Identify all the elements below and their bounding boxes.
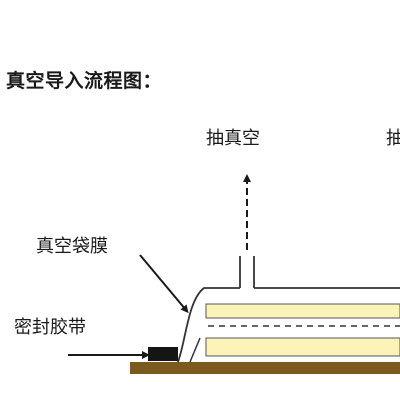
diagram-title: 真空导入流程图： <box>6 70 163 92</box>
sealing-tape <box>148 347 178 361</box>
laminate-layer-bottom <box>205 337 400 357</box>
laminate-layer-top <box>205 303 400 319</box>
vacuum-bag-film <box>177 287 400 363</box>
label-sealing-tape: 密封胶带 <box>14 317 86 338</box>
bag-film-pointer <box>139 254 189 314</box>
label-vacuum-cut: 抽 <box>386 128 400 149</box>
bag-edge-line <box>189 337 201 363</box>
label-vacuum: 抽真空 <box>206 128 260 149</box>
label-bag-film: 真空袋膜 <box>36 236 108 257</box>
mould-base <box>130 362 400 374</box>
